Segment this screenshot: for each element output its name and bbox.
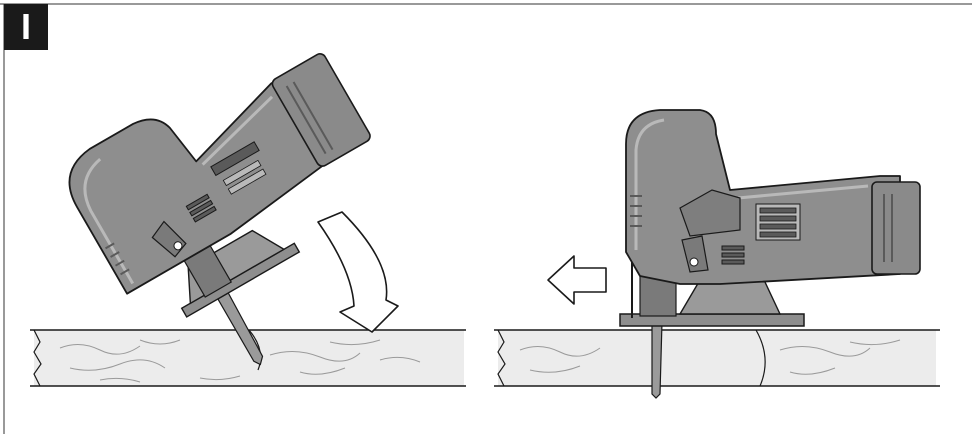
- saw-blade-right: [651, 321, 663, 399]
- battery-pack-right: [871, 181, 921, 275]
- feed-direction-arrow: [547, 255, 607, 305]
- jigsaw-body-left: [68, 76, 331, 295]
- battery-pack-left: [271, 53, 371, 167]
- tilt-direction-arrow: [317, 211, 399, 333]
- figure-label-text: I: [20, 6, 31, 47]
- figure-label-badge: I: [4, 4, 48, 50]
- jigsaw-tilted: [68, 53, 371, 366]
- wood-plank-right: [494, 329, 940, 387]
- right-panel-upright-jigsaw: [494, 109, 940, 399]
- left-panel-tilted-jigsaw: [30, 53, 466, 387]
